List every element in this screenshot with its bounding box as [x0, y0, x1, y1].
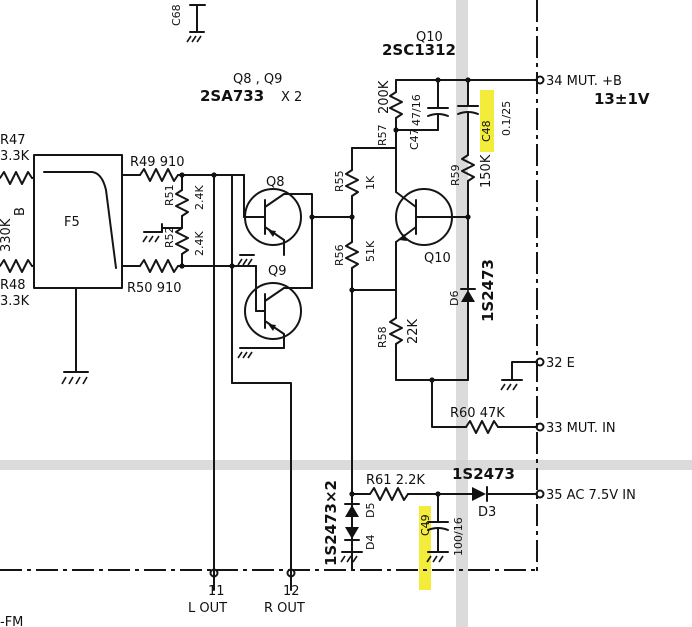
rb-value-label: 330K [0, 218, 14, 252]
r56-value-label: 51K [364, 240, 377, 262]
r48-value-label: 3.3K [0, 294, 30, 309]
terminal-11 [209, 568, 219, 578]
d3-ref-label: D3 [478, 505, 496, 520]
r51-r52-divider [142, 174, 189, 267]
terminal-34 [535, 75, 545, 85]
q8-q9-qty-label: X 2 [281, 90, 302, 105]
terminal-32-label: 32 E [546, 356, 575, 371]
r59-ref-label: R59 [449, 164, 462, 186]
terminal-32 [535, 357, 545, 367]
terminal-35 [535, 489, 545, 499]
d5-ref-label: D5 [364, 503, 377, 518]
d4-ref-label: D4 [364, 535, 377, 550]
c47-capacitor [395, 79, 449, 131]
q10-ref-label: Q10 [416, 30, 443, 45]
d3-type-label: 1S2473 [452, 465, 515, 483]
d4-d5-diodes [340, 493, 363, 563]
r58-ref-label: R58 [376, 326, 389, 348]
fm-label: -FM [0, 615, 23, 627]
r48-ref-label: R48 [0, 278, 26, 293]
terminal-33-label: 33 MUT. IN [546, 421, 616, 436]
c68-capacitor [186, 4, 206, 43]
r57-ref-label: R57 [376, 124, 389, 146]
scan-band-horizontal [0, 460, 692, 470]
highlight-c49 [419, 506, 431, 590]
r57-resistor [389, 79, 403, 149]
r59-resistor [461, 125, 475, 273]
q8-transistor [237, 174, 302, 266]
q9-transistor [237, 265, 313, 359]
d3-diode [472, 486, 538, 502]
r55-ref-label: R55 [333, 170, 346, 192]
terminal-12 [286, 568, 296, 578]
d6-ref-label: D6 [448, 291, 461, 306]
r57-value-label: 200K [377, 80, 392, 114]
q8-label: Q8 [266, 175, 285, 190]
f5-label: F5 [64, 215, 80, 230]
c47-value-label: 47/16 [410, 94, 423, 126]
r48-resistor [0, 259, 35, 273]
r52-ref-label: R52 [163, 226, 176, 248]
d6-type-label: 1S2473 [479, 259, 497, 322]
r51-ref-label: R51 [163, 184, 176, 206]
r51-value-label: 2.4K [193, 185, 206, 210]
q10-type-label: 2SC1312 [382, 41, 456, 59]
r58-resistor [389, 289, 403, 381]
terminal-11-label: 11 [208, 584, 225, 599]
d4-d5-type-label: 1S2473×2 [322, 480, 340, 566]
r47-ref-label: R47 [0, 133, 26, 148]
f5-filter-block [33, 154, 123, 385]
c48-capacitor [457, 79, 479, 127]
r49-label: R49 910 [130, 155, 185, 170]
q8-q9-type-label: 2SA733 [200, 87, 264, 105]
q9-label: Q9 [268, 264, 287, 279]
r50-label: R50 910 [127, 281, 182, 296]
q8-q9-ref-label: Q8 , Q9 [233, 72, 282, 87]
r60-label: R60 47K [450, 406, 505, 421]
terminal-11-name: L OUT [188, 601, 227, 616]
terminal-12-name: R OUT [264, 601, 305, 616]
highlight-c48 [480, 90, 494, 152]
q10-transistor-label: Q10 [424, 251, 451, 266]
c49-capacitor [426, 493, 449, 563]
e-ground [500, 361, 538, 391]
r47-value-label: 3.3K [0, 149, 30, 164]
d6-diode [460, 271, 476, 381]
c47-ref-label: C47 [408, 128, 421, 150]
terminal-33 [535, 422, 545, 432]
terminal-34-voltage: 13±1V [594, 90, 650, 108]
r52-value-label: 2.4K [193, 231, 206, 256]
c68-label: C68 [170, 4, 183, 26]
r59-value-label: 150K [479, 154, 494, 188]
rb-ref-label: B [13, 207, 28, 216]
c48-value-label: 0.1/25 [500, 101, 513, 136]
terminal-35-label: 35 AC 7.5V IN [546, 488, 636, 503]
q10-transistor [395, 147, 469, 291]
c49-value-label: 100/16 [452, 517, 465, 556]
r55-value-label: 1K [364, 175, 377, 190]
r49-resistor [121, 168, 215, 182]
c49-ref-label: C49 [419, 514, 432, 536]
r56-ref-label: R56 [333, 244, 346, 266]
r50-resistor [121, 259, 233, 273]
terminal-34-label: 34 MUT. +B [546, 74, 622, 89]
c48-ref-label: C48 [480, 120, 493, 142]
r58-value-label: 22K [406, 318, 421, 344]
r60-resistor [431, 379, 538, 434]
r61-label: R61 2.2K [366, 473, 425, 488]
terminal-12-label: 12 [283, 584, 300, 599]
r47-resistor [0, 171, 35, 185]
